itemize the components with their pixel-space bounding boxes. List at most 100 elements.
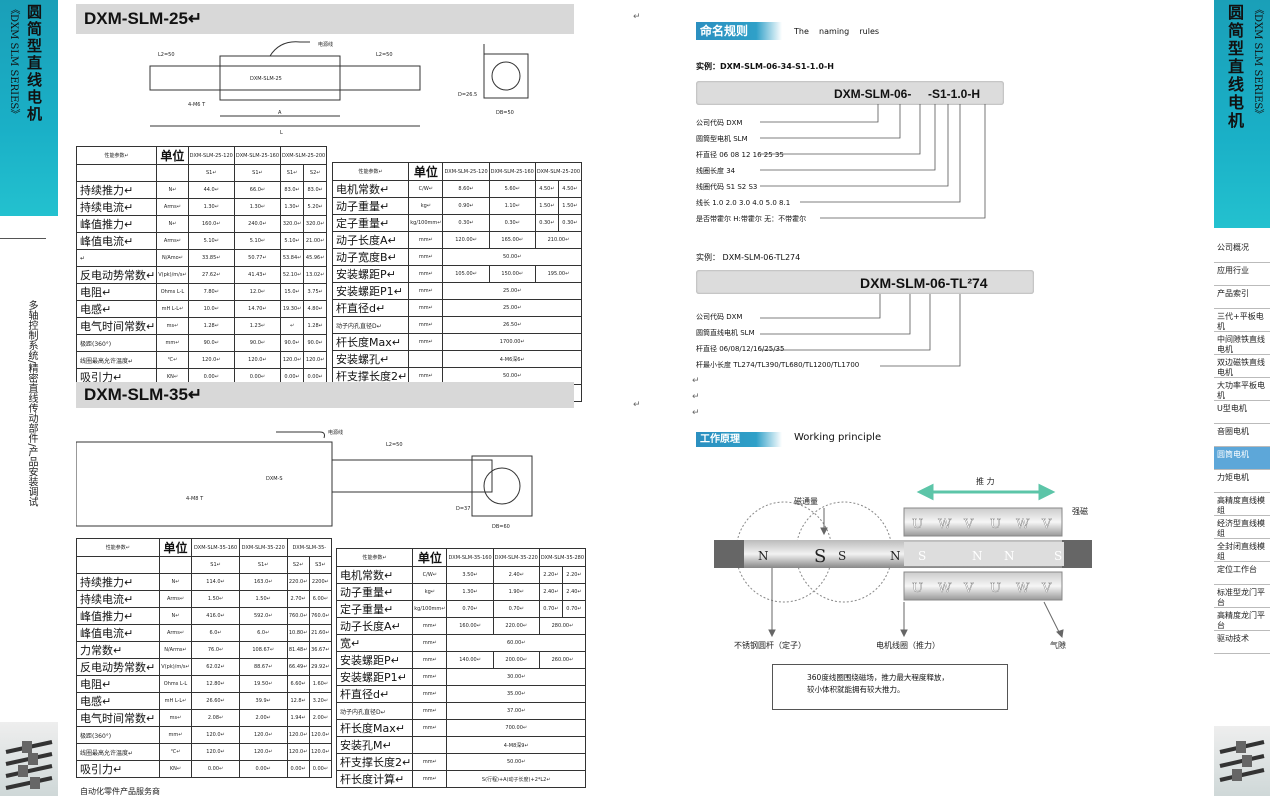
table-header-cell: 单位 <box>158 538 193 557</box>
return-mark: ↵ <box>692 376 700 386</box>
coil-phase-bottom: W <box>938 581 952 596</box>
left-strip-series: 《DXM SLM SERIES》 <box>8 4 19 120</box>
sidebar-item[interactable]: 应用行业 <box>1214 263 1270 286</box>
rod-pole-mark: S <box>814 546 826 567</box>
table-row: 电感↵mH L-L↵10.0↵14.70↵19.30↵4.80↵ <box>75 300 328 318</box>
table-cell: 240.0↵ <box>233 215 282 233</box>
table-cell: 5.10↵ <box>280 232 305 250</box>
table-cell: Arms↵ <box>158 590 193 608</box>
sidebar-item[interactable]: 公司概况 <box>1214 240 1270 263</box>
right-strip-title: 圆简型直线电机 <box>1225 4 1244 130</box>
table-cell: 动子长度A↵ <box>331 231 410 249</box>
table-row: 电机常数↵C/W↵3.50↵2.40↵2.20↵2.20↵ <box>335 566 587 584</box>
table-row: 安装孔M↵4-M8深9↵ <box>335 736 587 754</box>
table-cell: 29.92↵ <box>308 658 333 676</box>
table-cell: mm↵ <box>408 316 444 334</box>
table-cell: 持续电流↵ <box>75 198 158 216</box>
table-cell: 力常数↵ <box>76 641 160 659</box>
sidebar-item[interactable]: 定位工作台 <box>1214 562 1270 585</box>
table-cell: 0.00↵ <box>238 760 288 778</box>
naming-line: 是否带霍尔 H:带霍尔 无：不带霍尔 <box>696 215 807 223</box>
table-cell: 62.02↵ <box>191 658 240 676</box>
table-row: 极距(360°)mm↵120.0↵120.0↵120.0↵120.0↵ <box>76 726 333 744</box>
sidebar-item[interactable]: 高精度直线模组 <box>1214 493 1270 516</box>
table-cell: 2.08↵ <box>191 709 240 727</box>
table-cell: 2.40↵ <box>538 583 563 601</box>
sidebar-item[interactable]: 中间隙铁直线电机 <box>1214 332 1270 355</box>
sidebar-item[interactable]: 大功率平板电机 <box>1214 378 1270 401</box>
rod-pole-mark: S <box>1054 549 1062 563</box>
rod-pole-mark: N <box>1004 549 1015 563</box>
table-cell: 114.0↵ <box>191 573 240 591</box>
naming-line: 圆筒直线电机 SLM <box>696 329 755 337</box>
coil-phase-bottom: V <box>1041 581 1052 596</box>
rod-pole-mark: N <box>972 549 983 563</box>
table-cell: KN↵ <box>158 760 193 778</box>
sidebar-item[interactable]: 产品索引 <box>1214 286 1270 309</box>
sidebar-item[interactable]: 力矩电机 <box>1214 470 1270 493</box>
drawing2-cable: 电源线 <box>328 429 343 436</box>
table-cell: C/W↵ <box>408 180 444 198</box>
table-cell: 吸引力↵ <box>76 760 160 778</box>
table-cell: 5.10↵ <box>233 232 282 250</box>
sidebar-item[interactable]: 圆筒电机 <box>1214 447 1270 470</box>
table-cell: 线圈最高允许温度↵ <box>76 743 160 761</box>
table-row: 反电动势常数↵V(pk)/m/s↵62.02↵88.67↵66.49↵29.92… <box>76 658 333 676</box>
sidebar-item[interactable]: 驱动技术 <box>1214 631 1270 654</box>
table-row: 反电动势常数↵V(pk)/m/s↵27.62↵41.43↵52.10↵13.02… <box>75 266 328 284</box>
table-cell: 50.00↵ <box>446 753 587 771</box>
table-cell: 90.0↵ <box>280 334 305 352</box>
sidebar-item[interactable]: 标准型龙门平台 <box>1214 585 1270 608</box>
sidebar-item[interactable]: U型电机 <box>1214 401 1270 424</box>
table-cell: 14.70↵ <box>233 300 282 318</box>
coil-phase-top: V <box>963 517 974 532</box>
coil-phase-top: W <box>938 517 952 532</box>
table-cell: kg↵ <box>408 197 444 215</box>
table-cell: 5.20↵ <box>303 198 328 216</box>
table-cell: ↵ <box>280 317 305 335</box>
sidebar-item[interactable]: 双边磁铁直线电机 <box>1214 355 1270 378</box>
coil-phase-bottom: V <box>963 581 974 596</box>
table-cell: 0.30↵ <box>534 214 559 232</box>
table-subheader-cell: S3↵ <box>308 556 333 574</box>
sidebar-item[interactable]: 三代+平板电机 <box>1214 309 1270 332</box>
table-subheader-cell: S1↵ <box>238 556 288 574</box>
thrust-label: 推 力 <box>976 476 995 486</box>
table-cell: ms↵ <box>156 317 189 335</box>
sidebar-item[interactable]: 高精度龙门平台 <box>1214 608 1270 631</box>
sidebar-item[interactable]: 音圈电机 <box>1214 424 1270 447</box>
example2-pill: DXM-SLM-06-TL²74 <box>696 270 1034 294</box>
drawing2-dim-db: DB=60 <box>492 524 510 530</box>
table-cell: 416.0↵ <box>191 607 240 625</box>
coil-phase-top: U <box>990 517 1001 532</box>
table-cell: 90.0↵ <box>187 334 235 352</box>
table-subheader-cell: S1↵ <box>187 164 235 182</box>
table-cell: 杆直径d↵ <box>331 299 410 317</box>
table-cell: 0.00↵ <box>308 760 333 778</box>
table-cell: 安装螺距P↵ <box>335 651 414 669</box>
table-cell: 1.50↵ <box>238 590 288 608</box>
table-cell: 线圈最高允许温度↵ <box>75 351 158 369</box>
left-strip-title: 圆简型直线电机 <box>25 4 43 123</box>
table-cell: ℃↵ <box>156 351 189 369</box>
table-cell: 220.0↵ <box>286 573 310 591</box>
naming-line: 线圈代码 S1 S2 S3 <box>696 183 758 191</box>
table-row: 峰值推力↵N↵160.0↵240.0↵320.0↵320.0↵ <box>75 215 328 233</box>
table-cell: 280.00↵ <box>538 617 587 635</box>
sidebar-item[interactable]: 全封闭直线模组 <box>1214 539 1270 562</box>
table-subheader-cell: S1↵ <box>191 556 240 574</box>
return-mark: ↵ <box>633 12 641 22</box>
table-cell: 3.75↵ <box>303 283 328 301</box>
table-cell: 76.0↵ <box>191 641 240 659</box>
table-row: 吸引力↵KN↵0.00↵0.00↵0.00↵0.00↵ <box>76 760 333 778</box>
table-cell: 12.80↵ <box>191 675 240 693</box>
table-cell: kg/100mm↵ <box>412 600 448 618</box>
table-subheader-row: S1↵S1↵S2↵S3↵ <box>76 556 333 574</box>
sidebar-item[interactable]: 经济型直线模组 <box>1214 516 1270 539</box>
table-cell: 杆直径d↵ <box>335 685 414 703</box>
table-row: 杆支撑长度2↵mm↵50.00↵ <box>335 753 587 771</box>
table-cell: 安装螺距P↵ <box>331 265 410 283</box>
table-header-cell: DXM-SLM-25-120 <box>442 162 490 181</box>
table-cell: 160.0↵ <box>187 215 235 233</box>
